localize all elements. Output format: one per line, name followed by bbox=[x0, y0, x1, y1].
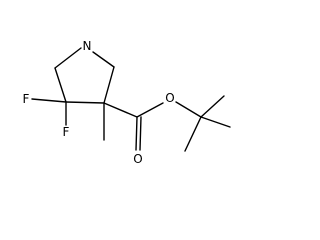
atom-label-fluorine-2: F bbox=[63, 125, 70, 139]
atom-label-fluorine-1: F bbox=[23, 92, 30, 106]
bond-tbu-me3 bbox=[184, 116, 202, 152]
bond-c5-n bbox=[54, 47, 82, 69]
bond-c4-f1 bbox=[31, 98, 67, 103]
bond-tbu-me1 bbox=[200, 95, 225, 118]
bond-tbu-me2 bbox=[200, 116, 231, 128]
bond-c3-carboxyl bbox=[103, 102, 138, 118]
bond-c2-c3 bbox=[103, 66, 115, 104]
bond-c3-c4 bbox=[65, 101, 105, 104]
atom-label-ester-oxygen: O bbox=[165, 91, 174, 105]
bond-c4-c5 bbox=[54, 67, 67, 103]
bond-carboxyl-o bbox=[136, 102, 164, 118]
bond-n-c2 bbox=[92, 51, 115, 68]
atom-label-nitrogen: N bbox=[83, 39, 92, 53]
bond-carbonyl-2 bbox=[139, 116, 142, 151]
atom-label-carbonyl-oxygen: O bbox=[133, 152, 142, 166]
bond-o-tbu bbox=[175, 101, 202, 118]
structure-diagram: N F F O O bbox=[23, 39, 231, 166]
bond-carbonyl-1 bbox=[135, 116, 138, 151]
